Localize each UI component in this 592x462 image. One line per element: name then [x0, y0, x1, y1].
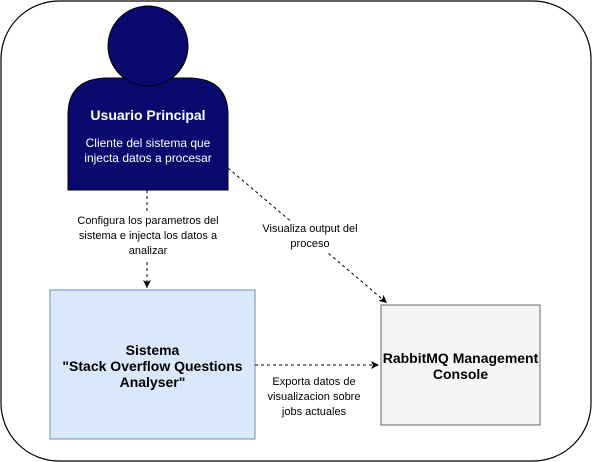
system-title-line2: "Stack Overflow Questions: [62, 358, 243, 374]
edge-export-line3: jobs actuales: [281, 406, 347, 418]
user-person-shape[interactable]: [67, 5, 229, 191]
edge-visualize-line2: proceso: [290, 238, 330, 250]
user-title: Usuario Principal: [90, 107, 206, 123]
person-body: [67, 77, 229, 191]
edge-configure-line2: sistema e injecta los datos a: [78, 230, 218, 242]
user-description-line2: injecta datos a procesar: [84, 151, 212, 165]
edge-configure-line3: analizar: [128, 245, 168, 257]
user-description-line1: Cliente del sistema que: [85, 136, 211, 150]
edge-export-label: Exporta datos de visualizacion sobre job…: [263, 375, 365, 420]
user-description: Cliente del sistema que injecta datos a …: [68, 136, 228, 166]
rabbitmq-box[interactable]: [380, 304, 541, 426]
person-head: [107, 5, 189, 87]
rabbitmq-title: RabbitMQ Management Console: [381, 350, 540, 382]
edge-visualize-line1: Visualiza output del: [262, 223, 358, 235]
rabbitmq-title-line2: Console: [432, 366, 489, 382]
system-title-line3: Analyser": [119, 374, 186, 390]
edge-configure-label: Configura los parametros del sistema e i…: [72, 214, 224, 259]
edge-visualize-label: Visualiza output del proceso: [255, 222, 365, 252]
edge-export-line1: Exporta datos de: [272, 376, 356, 388]
system-title-line1: Sistema: [125, 342, 180, 358]
system-title: Sistema "Stack Overflow Questions Analys…: [50, 342, 255, 390]
system-box[interactable]: [49, 289, 256, 440]
edge-export-line2: visualizacion sobre: [267, 391, 361, 403]
edge-configure-line1: Configura los parametros del: [77, 215, 219, 227]
rabbitmq-title-line1: RabbitMQ Management: [382, 350, 539, 366]
